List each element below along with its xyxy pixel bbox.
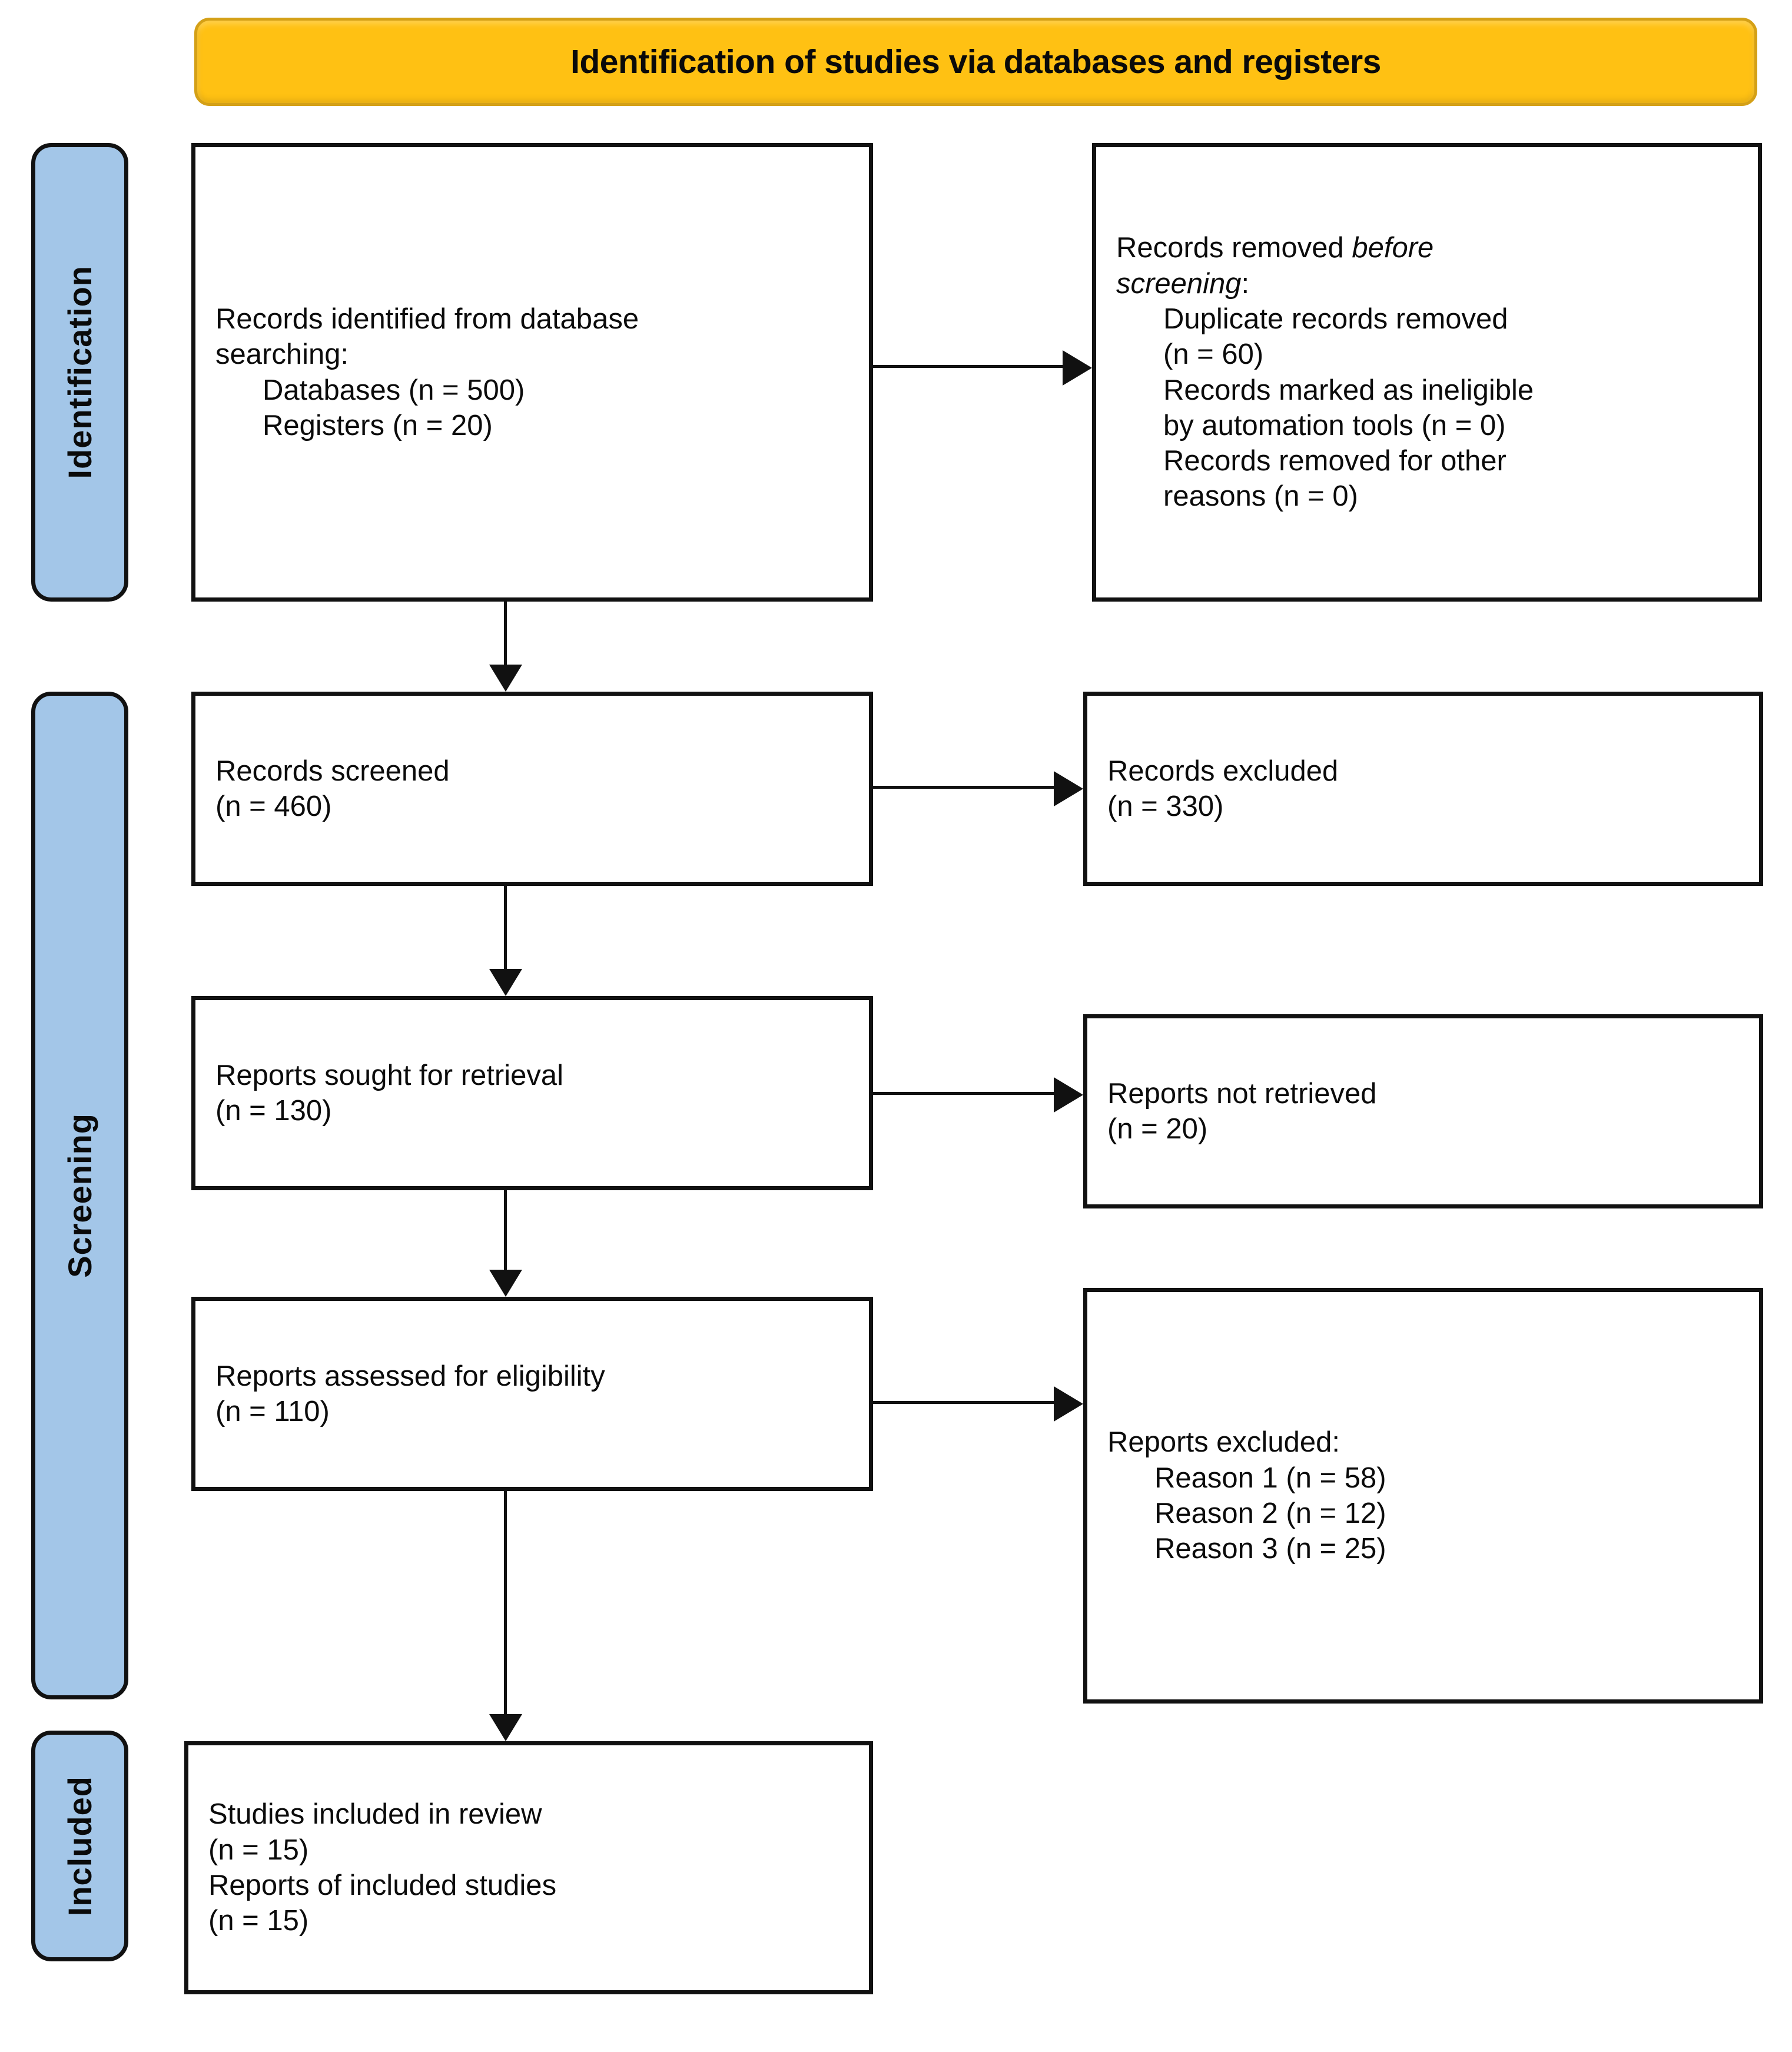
records-removed-heading-line2: screening: bbox=[1116, 266, 1738, 301]
reports-of-included-label: Reports of included studies bbox=[208, 1870, 557, 1901]
records-removed-other-line2: reasons (n = 0) bbox=[1163, 480, 1358, 513]
studies-included-count: (n = 15) bbox=[208, 1834, 309, 1866]
records-screened-count: (n = 460) bbox=[215, 791, 332, 822]
records-removed-heading-post: : bbox=[1241, 267, 1250, 300]
studies-included-label: Studies included in review bbox=[208, 1798, 542, 1831]
reports-excluded-reason-3: Reason 3 (n = 25) bbox=[1154, 1533, 1386, 1565]
records-removed-other-line1: Records removed for other bbox=[1163, 445, 1506, 477]
reports-not-retrieved-label: Reports not retrieved bbox=[1107, 1077, 1377, 1110]
stage-label-identification: Identification bbox=[31, 143, 128, 602]
stage-label-included: Included bbox=[31, 1731, 128, 1961]
reports-assessed-label: Reports assessed for eligibility bbox=[215, 1360, 605, 1392]
records-removed-heading-pre: Records removed bbox=[1116, 232, 1352, 264]
diagram-title-banner: Identification of studies via databases … bbox=[194, 18, 1757, 106]
reports-of-included-count: (n = 15) bbox=[208, 1905, 309, 1937]
box-records-removed-before-screening: Records removed before screening: Duplic… bbox=[1092, 143, 1762, 602]
stage-screening-text: Screening bbox=[61, 1113, 98, 1278]
stage-label-screening: Screening bbox=[31, 692, 128, 1699]
records-identified-line2: searching: bbox=[215, 338, 349, 371]
box-records-excluded: Records excluded (n = 330) bbox=[1083, 692, 1763, 886]
box-records-identified: Records identified from database searchi… bbox=[191, 143, 873, 602]
reports-excluded-label: Reports excluded: bbox=[1107, 1426, 1340, 1459]
stage-identification-text: Identification bbox=[61, 265, 98, 479]
records-identified-registers: Registers (n = 20) bbox=[263, 409, 493, 441]
stage-included-text: Included bbox=[61, 1775, 98, 1917]
records-screened-label: Records screened bbox=[215, 755, 450, 787]
reports-sought-count: (n = 130) bbox=[215, 1095, 332, 1127]
page-title: Identification of studies via databases … bbox=[570, 43, 1381, 81]
reports-sought-label: Reports sought for retrieval bbox=[215, 1059, 563, 1091]
records-excluded-count: (n = 330) bbox=[1107, 791, 1224, 822]
box-reports-excluded: Reports excluded: Reason 1 (n = 58) Reas… bbox=[1083, 1288, 1763, 1704]
box-studies-included-in-review: Studies included in review (n = 15) Repo… bbox=[184, 1741, 873, 1994]
reports-not-retrieved-count: (n = 20) bbox=[1107, 1113, 1208, 1145]
records-removed-heading-line1: Records removed before bbox=[1116, 230, 1738, 265]
records-removed-heading-emphasis2: screening bbox=[1116, 267, 1242, 300]
records-identified-databases: Databases (n = 500) bbox=[263, 374, 525, 406]
box-reports-assessed-for-eligibility: Reports assessed for eligibility (n = 11… bbox=[191, 1297, 873, 1491]
records-removed-heading-emphasis: before bbox=[1352, 232, 1434, 264]
records-removed-automation-line2: by automation tools (n = 0) bbox=[1163, 409, 1506, 441]
reports-excluded-reason-2: Reason 2 (n = 12) bbox=[1154, 1498, 1386, 1529]
box-records-screened: Records screened (n = 460) bbox=[191, 692, 873, 886]
records-removed-duplicates-line1: Duplicate records removed bbox=[1163, 303, 1508, 335]
box-reports-not-retrieved: Reports not retrieved (n = 20) bbox=[1083, 1014, 1763, 1208]
reports-assessed-count: (n = 110) bbox=[215, 1396, 330, 1427]
records-excluded-label: Records excluded bbox=[1107, 755, 1339, 787]
records-removed-duplicates-line2: (n = 60) bbox=[1163, 338, 1264, 371]
reports-excluded-reason-1: Reason 1 (n = 58) bbox=[1154, 1462, 1386, 1494]
records-identified-line1: Records identified from database bbox=[215, 303, 639, 335]
box-reports-sought-for-retrieval: Reports sought for retrieval (n = 130) bbox=[191, 996, 873, 1190]
records-removed-automation-line1: Records marked as ineligible bbox=[1163, 374, 1534, 406]
